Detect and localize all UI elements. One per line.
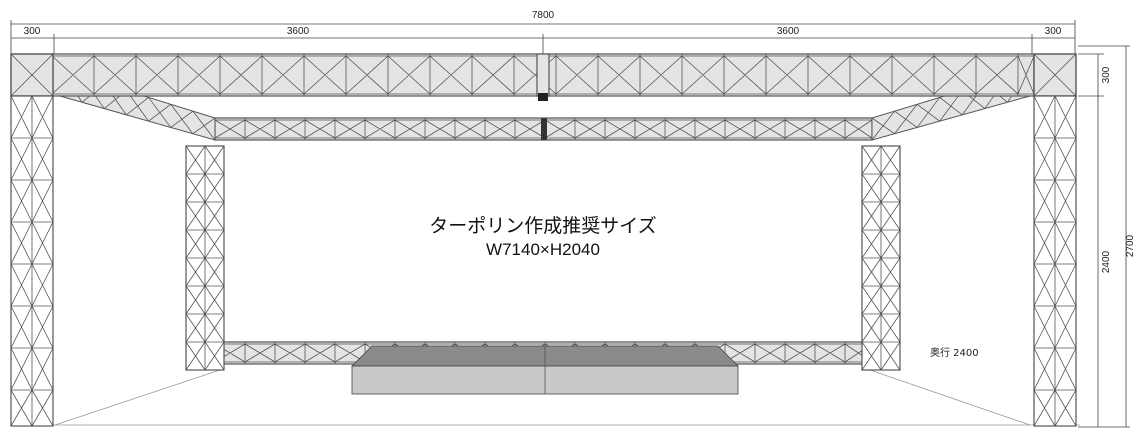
dim-left-span: 3600	[287, 26, 310, 37]
dim-left-end: 300	[24, 26, 41, 37]
dim-total-height: 2700	[1125, 234, 1135, 257]
front-beam-center-joint	[536, 53, 550, 97]
back-left-column	[185, 145, 225, 371]
dim-beam-height: 300	[1101, 66, 1112, 83]
dim-inner-height: 2400	[1101, 250, 1112, 273]
depth-label: 奥行 2400	[930, 346, 979, 359]
dim-right-end: 300	[1045, 26, 1062, 37]
front-beam-center-clamp	[538, 93, 548, 101]
right-dimension-lines	[1078, 45, 1130, 428]
front-truss-frame	[10, 53, 1077, 427]
front-right-column	[1033, 95, 1077, 427]
floor-lines	[20, 369, 1080, 426]
front-left-column	[10, 95, 54, 427]
back-right-column	[861, 145, 901, 371]
top-dimension-lines	[10, 20, 1076, 55]
back-beam-joint	[541, 118, 547, 140]
stage-platform	[351, 345, 739, 395]
dim-total-width: 7800	[532, 10, 555, 21]
tarpaulin-size: W7140×H2040	[486, 240, 600, 259]
front-left-top-joint	[10, 53, 54, 97]
tarpaulin-title: ターポリン作成推奨サイズ	[429, 215, 656, 237]
dim-right-span: 3600	[777, 26, 800, 37]
front-right-top-joint	[1033, 53, 1077, 97]
